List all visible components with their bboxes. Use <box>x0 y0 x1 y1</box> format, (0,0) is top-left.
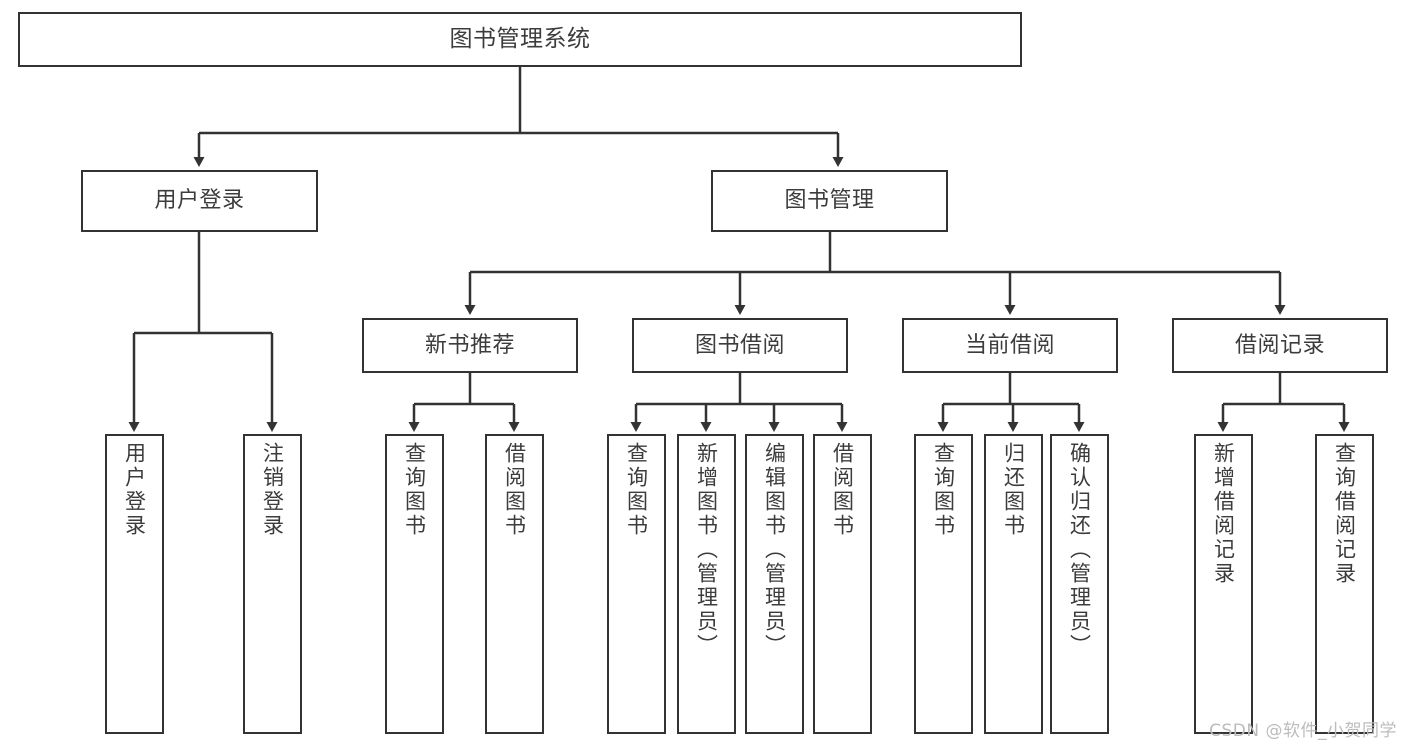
node-user-login[interactable]: 用户登录 <box>81 170 318 232</box>
leaf-logout[interactable]: 注销登录 <box>243 434 302 734</box>
node-book-management[interactable]: 图书管理 <box>711 170 948 232</box>
node-label: 查询图书 <box>402 442 427 538</box>
node-label: 用户登录 <box>154 188 245 214</box>
node-label: 图书借阅 <box>694 332 785 358</box>
leaf-borrow-book[interactable]: 借阅图书 <box>813 434 872 734</box>
node-label: 当前借阅 <box>964 332 1055 358</box>
leaf-add-borrow-record[interactable]: 新增借阅记录 <box>1194 434 1253 734</box>
node-label: 新增借阅记录 <box>1211 442 1236 586</box>
leaf-query-borrow-record[interactable]: 查询借阅记录 <box>1315 434 1374 734</box>
edge-bookmgmt-to-level3 <box>464 232 1286 315</box>
leaf-query-books-recommend[interactable]: 查询图书 <box>385 434 444 734</box>
node-borrow-records[interactable]: 借阅记录 <box>1172 318 1388 373</box>
node-label: 借阅记录 <box>1234 332 1325 358</box>
node-label: 借阅图书 <box>830 442 855 538</box>
leaf-user-login[interactable]: 用户登录 <box>105 434 164 734</box>
node-label: 新书推荐 <box>424 332 515 358</box>
watermark-csdn: CSDN @软件_小贺同学 <box>1209 721 1397 741</box>
node-label: 借阅图书 <box>502 442 527 538</box>
node-label: 查询图书 <box>624 442 649 538</box>
node-label: 注销登录 <box>260 442 285 538</box>
leaf-edit-book-admin[interactable]: 编辑图书（管理员） <box>745 434 804 734</box>
leaf-borrow-books-recommend[interactable]: 借阅图书 <box>485 434 544 734</box>
node-root-book-management-system[interactable]: 图书管理系统 <box>18 12 1022 67</box>
leaf-add-book-admin[interactable]: 新增图书（管理员） <box>677 434 736 734</box>
edge-borrow-to-leaves <box>630 373 848 432</box>
node-label: 用户登录 <box>122 442 147 538</box>
leaf-confirm-return-admin[interactable]: 确认归还（管理员） <box>1050 434 1109 734</box>
leaf-query-books-borrow[interactable]: 查询图书 <box>607 434 666 734</box>
edge-current-to-leaves <box>937 373 1085 432</box>
node-label: 图书管理 <box>784 188 875 214</box>
node-current-borrow[interactable]: 当前借阅 <box>902 318 1118 373</box>
node-label: 查询图书 <box>931 442 956 538</box>
edge-recommend-to-leaves <box>408 373 520 432</box>
leaf-return-book[interactable]: 归还图书 <box>984 434 1043 734</box>
node-label: 查询借阅记录 <box>1332 442 1357 586</box>
node-label: 确认归还（管理员） <box>1067 442 1092 658</box>
node-new-book-recommend[interactable]: 新书推荐 <box>362 318 578 373</box>
node-label: 新增图书（管理员） <box>694 442 719 658</box>
node-label: 编辑图书（管理员） <box>762 442 787 658</box>
node-label: 归还图书 <box>1001 442 1026 538</box>
node-book-borrow[interactable]: 图书借阅 <box>632 318 848 373</box>
leaf-query-books-current[interactable]: 查询图书 <box>914 434 973 734</box>
edge-records-to-leaves <box>1217 373 1350 432</box>
edge-root-to-children <box>193 67 844 167</box>
node-label: 图书管理系统 <box>449 25 591 52</box>
edge-userlogin-to-leaves <box>128 232 278 432</box>
